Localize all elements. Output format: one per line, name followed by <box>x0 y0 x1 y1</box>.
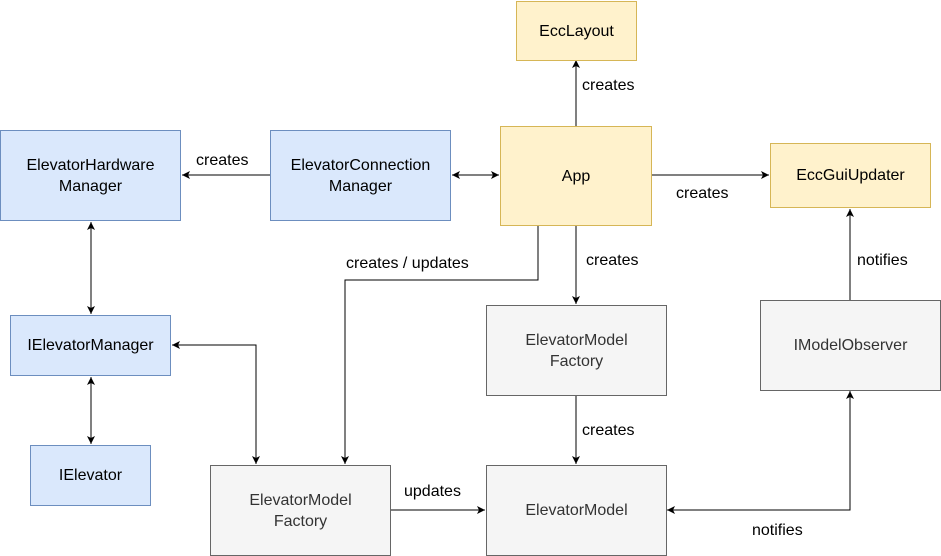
node-elevatormodelfactory-center[interactable]: ElevatorModel Factory <box>486 305 667 396</box>
node-app[interactable]: App <box>500 126 652 226</box>
edge-ielevatormanager-factory-bottom <box>172 341 260 464</box>
node-ecclayout[interactable]: EccLayout <box>516 1 637 61</box>
label-app-to-ecclayout: creates <box>582 77 635 94</box>
edge-app-to-factory-bottom <box>341 226 539 464</box>
node-elevatormodel[interactable]: ElevatorModel <box>486 465 667 556</box>
node-ielevatormanager[interactable]: IElevatorManager <box>10 315 171 376</box>
label-observer-to-guiupdater: notifies <box>857 252 908 269</box>
label-app-to-factory-center: creates <box>586 252 639 269</box>
label-factory-bottom-to-model: updates <box>404 483 461 500</box>
node-elevatorhardwaremanager[interactable]: ElevatorHardware Manager <box>0 130 181 221</box>
label-model-to-observer: notifies <box>752 522 803 539</box>
label-app-to-factory-bottom: creates / updates <box>346 255 469 272</box>
label-app-to-guiupdater: creates <box>676 185 729 202</box>
label-conn-to-hardware: creates <box>196 152 249 169</box>
node-imodelobserver[interactable]: IModelObserver <box>760 300 941 391</box>
edge-model-to-observer <box>667 391 854 514</box>
node-eccguiupdater[interactable]: EccGuiUpdater <box>770 143 931 208</box>
node-elevatormodelfactory-bottom[interactable]: ElevatorModel Factory <box>210 465 391 556</box>
label-factory-center-to-model: creates <box>582 422 635 439</box>
node-ielevator[interactable]: IElevator <box>30 445 151 506</box>
node-elevatorconnectionmanager[interactable]: ElevatorConnection Manager <box>270 130 451 221</box>
